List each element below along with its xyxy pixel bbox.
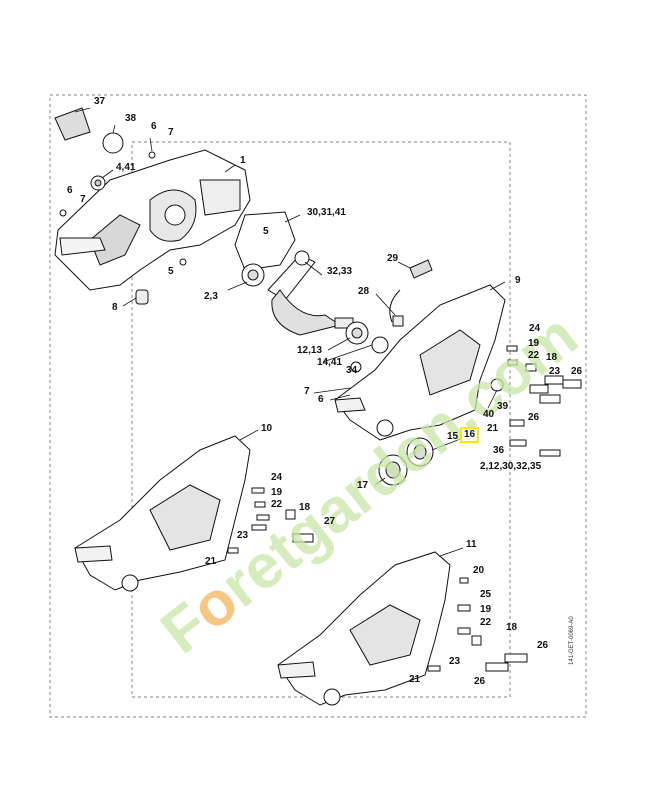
- callout-30-31-41: 30,31,41: [307, 207, 346, 218]
- callout-15: 15: [447, 431, 459, 442]
- crankcase-half-part-11: [277, 551, 528, 706]
- callout-21: 21: [487, 423, 499, 434]
- callout-5: 5: [168, 266, 174, 277]
- callout-20: 20: [473, 565, 485, 576]
- callout-16-highlighted: 16: [459, 427, 480, 443]
- small-parts-top-left: [54, 107, 187, 305]
- callout-8: 8: [112, 302, 118, 313]
- gasket-outline: [234, 211, 296, 271]
- outer-assembly-frame: [49, 94, 587, 718]
- callout-22: 22: [271, 499, 283, 510]
- callout-2-3: 2,3: [204, 291, 218, 302]
- callout-21: 21: [409, 674, 421, 685]
- callout-22: 22: [480, 617, 492, 628]
- callout-17: 17: [357, 480, 369, 491]
- callout-22: 22: [528, 350, 540, 361]
- callout-6: 6: [151, 121, 157, 132]
- callout-39: 39: [497, 401, 509, 412]
- callout-27: 27: [324, 516, 336, 527]
- callout-29: 29: [387, 253, 399, 264]
- callout-34: 34: [346, 365, 358, 376]
- fuel-line-parts: [389, 259, 433, 327]
- callout-12-13: 12,13: [297, 345, 323, 356]
- callout-26: 26: [571, 366, 583, 377]
- callout-23: 23: [449, 656, 461, 667]
- callout-28: 28: [358, 286, 370, 297]
- callout-26: 26: [537, 640, 549, 651]
- callout-7: 7: [168, 127, 174, 138]
- callout-26: 26: [474, 676, 486, 687]
- callout-19: 19: [480, 604, 492, 615]
- callout-24: 24: [529, 323, 541, 334]
- callout-40: 40: [483, 409, 495, 420]
- callout-4-41: 4,41: [116, 162, 136, 173]
- callout-19: 19: [528, 338, 540, 349]
- callout-23: 23: [549, 366, 561, 377]
- callout-19: 19: [271, 487, 283, 498]
- callout-21: 21: [205, 556, 217, 567]
- callout-5: 5: [263, 226, 269, 237]
- callout-37: 37: [94, 96, 106, 107]
- callout-23: 23: [237, 530, 249, 541]
- callout-7: 7: [304, 386, 310, 397]
- bearings: [378, 437, 434, 486]
- callout-38: 38: [125, 113, 137, 124]
- studs-right: [506, 345, 582, 457]
- callout-25: 25: [480, 589, 492, 600]
- callout-2-12-30-32-35: 2,12,30,32,35: [480, 461, 542, 472]
- crankcase-half-part-1: [54, 149, 251, 291]
- callout-18: 18: [506, 622, 518, 633]
- leader-lines: [74, 107, 506, 557]
- callout-24: 24: [271, 472, 283, 483]
- callout-18: 18: [546, 352, 558, 363]
- callout-7: 7: [80, 194, 86, 205]
- callout-6: 6: [67, 185, 73, 196]
- crankcase-half-part-10: [74, 435, 314, 592]
- callout-32-33: 32,33: [327, 266, 353, 277]
- callout-36: 36: [493, 445, 505, 456]
- callout-9: 9: [515, 275, 521, 286]
- callout-14-41: 14,41: [317, 357, 343, 368]
- callout-11: 11: [466, 539, 477, 550]
- callout-1: 1: [240, 155, 246, 166]
- document-code: 141-GET-0069-A0: [569, 616, 575, 665]
- crankcase-half-part-9: [334, 284, 506, 441]
- callout-6: 6: [318, 394, 324, 405]
- callout-10: 10: [261, 423, 273, 434]
- crankshaft-assembly: [241, 250, 389, 373]
- callout-26: 26: [528, 412, 540, 423]
- callout-18: 18: [299, 502, 311, 513]
